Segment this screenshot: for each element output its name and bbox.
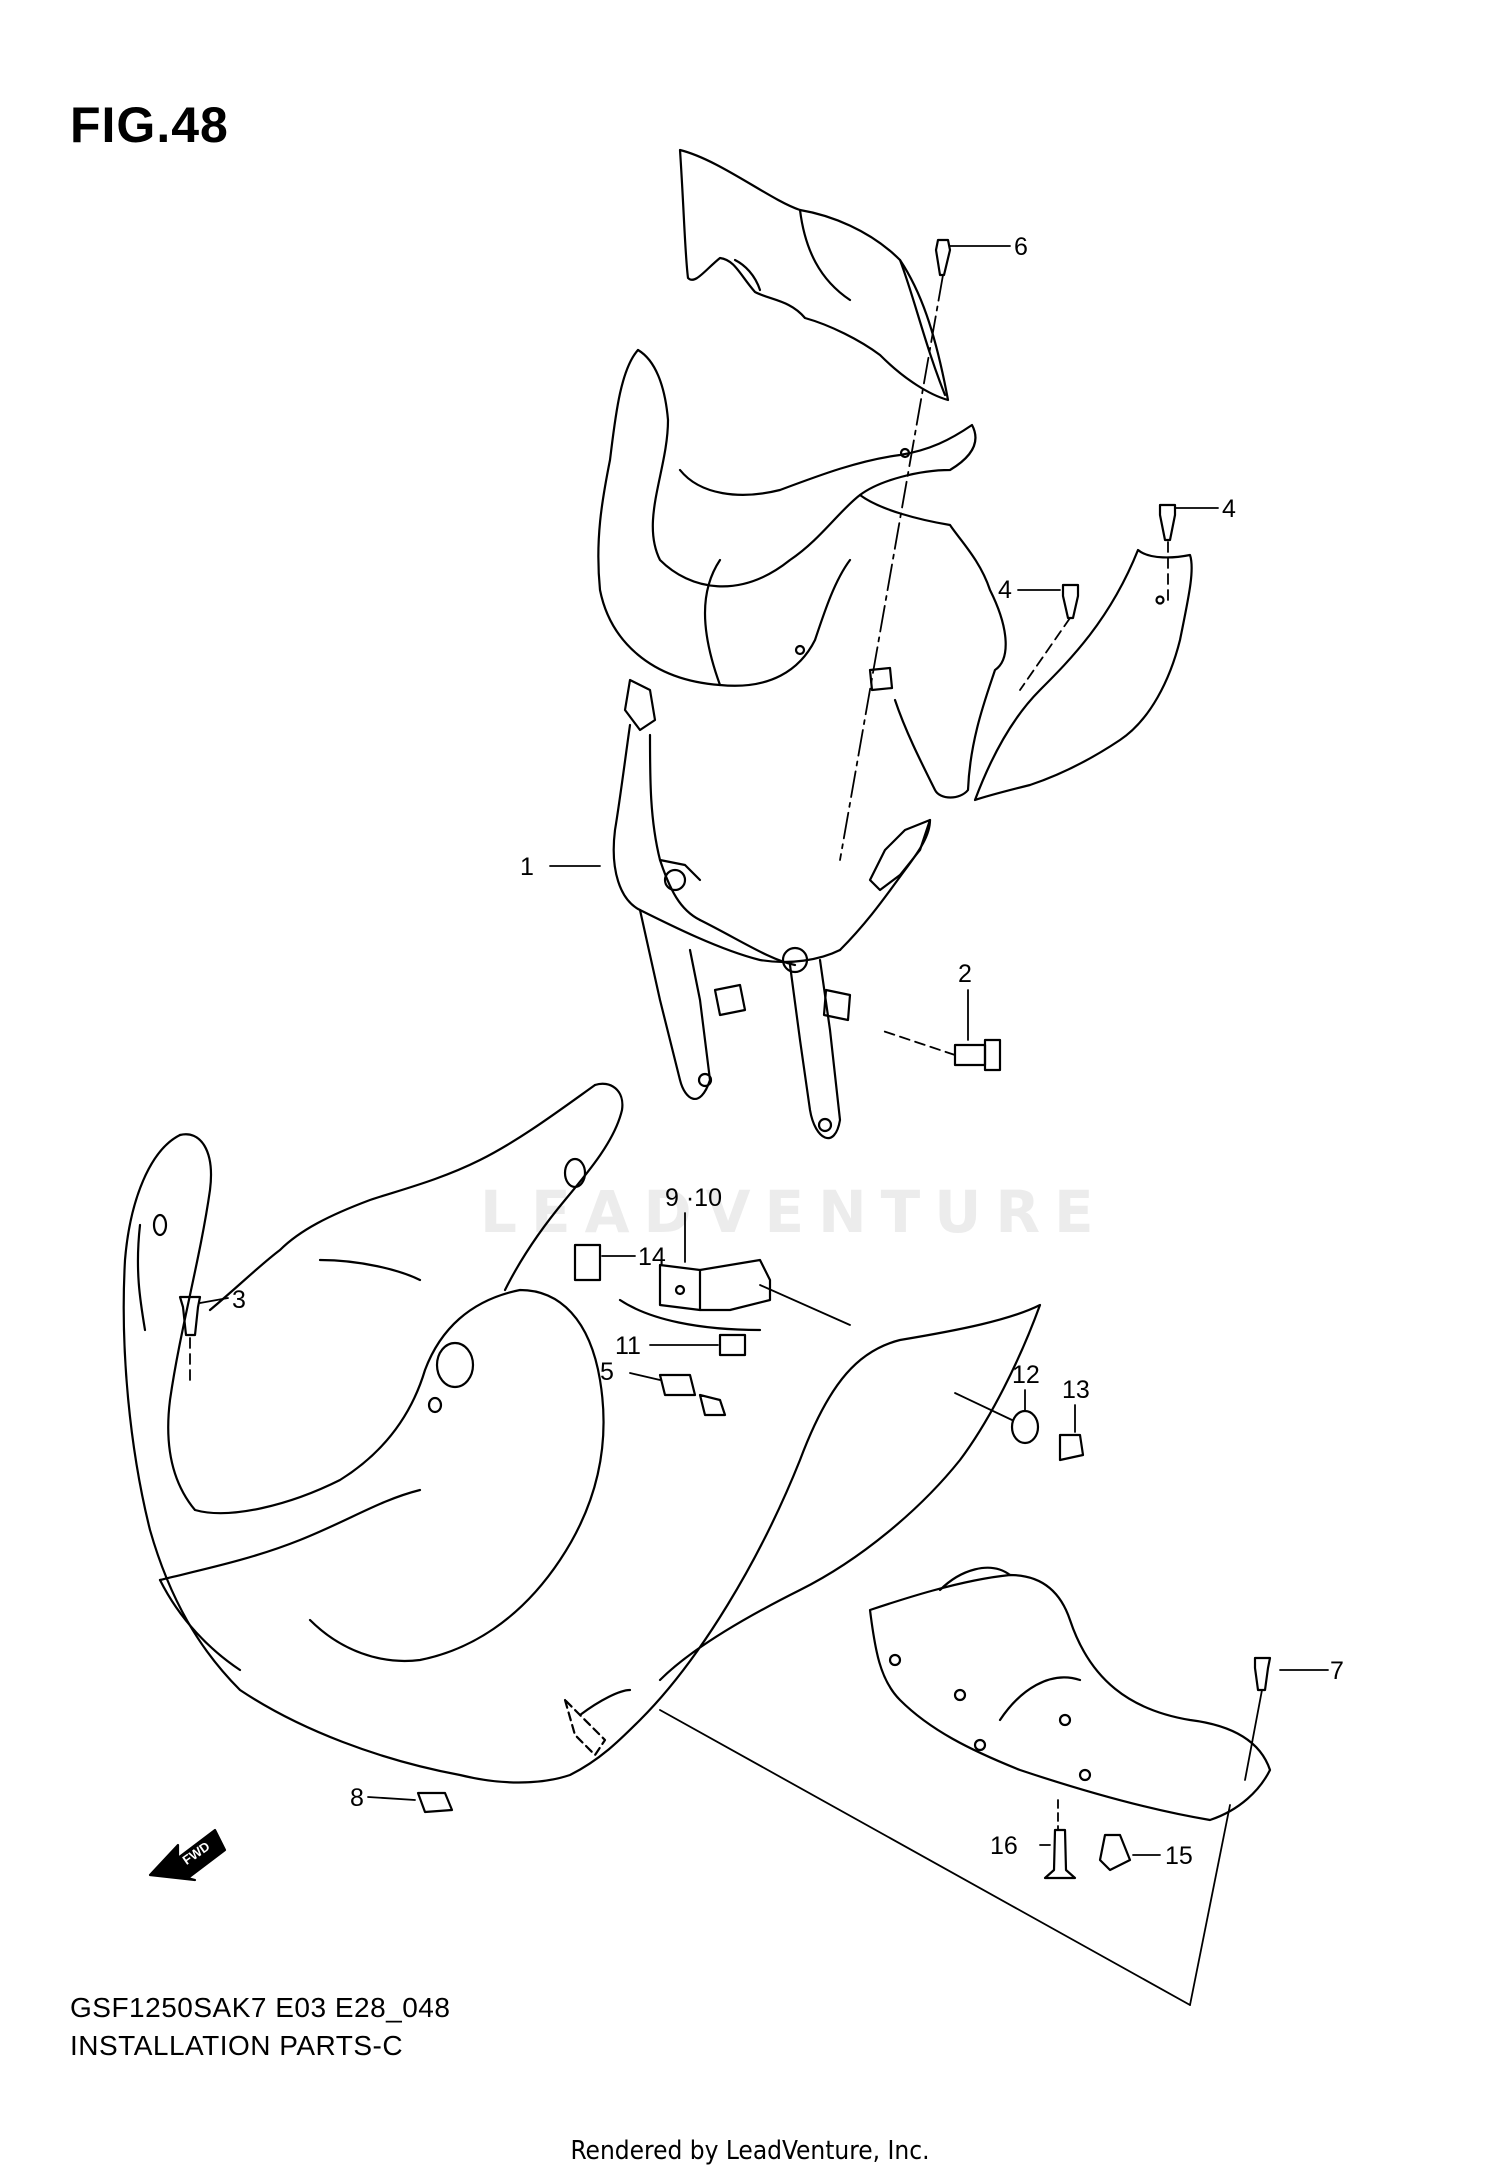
upper-cover-part <box>678 148 950 402</box>
hardware-parts <box>178 238 1272 1880</box>
lower-cowl-part <box>122 1082 1042 1784</box>
render-credit: Rendered by LeadVenture, Inc. <box>570 2136 930 2166</box>
under-cowl-part <box>868 1566 1272 1822</box>
callout-3: 3 <box>232 1286 246 1314</box>
callout-4-top: 4 <box>1222 495 1236 523</box>
callout-4-mid: 4 <box>998 576 1012 604</box>
callout-15: 15 <box>1165 1842 1193 1870</box>
callout-1: 1 <box>520 853 534 881</box>
callout-labels: 1 2 3 4 4 5 6 7 8 9 ·10 11 12 13 14 15 1… <box>232 233 1344 1870</box>
figure-title: FIG.48 <box>70 97 229 153</box>
leader-lines <box>189 245 1329 2006</box>
callout-9-10: 9 ·10 <box>665 1184 722 1212</box>
callout-11: 11 <box>615 1332 641 1360</box>
fwd-arrow-icon: FWD <box>148 1828 227 1882</box>
callout-8: 8 <box>350 1784 364 1812</box>
inner-housing-part <box>597 348 1007 799</box>
callout-5: 5 <box>600 1358 614 1386</box>
callout-2: 2 <box>958 960 972 988</box>
watermark-text: LEADVENTURE <box>480 1178 1108 1246</box>
diagram-code: GSF1250SAK7 E03 E28_048 <box>70 1992 451 2023</box>
diagram-name: INSTALLATION PARTS-C <box>70 2030 404 2061</box>
callout-7: 7 <box>1330 1657 1344 1685</box>
callout-6: 6 <box>1014 233 1028 261</box>
side-panel-part <box>973 548 1193 802</box>
front-bracket-part <box>612 678 932 1140</box>
callout-13: 13 <box>1062 1376 1090 1404</box>
callout-14: 14 <box>638 1243 666 1271</box>
callout-16: 16 <box>990 1832 1018 1860</box>
callout-12: 12 <box>1012 1361 1040 1389</box>
